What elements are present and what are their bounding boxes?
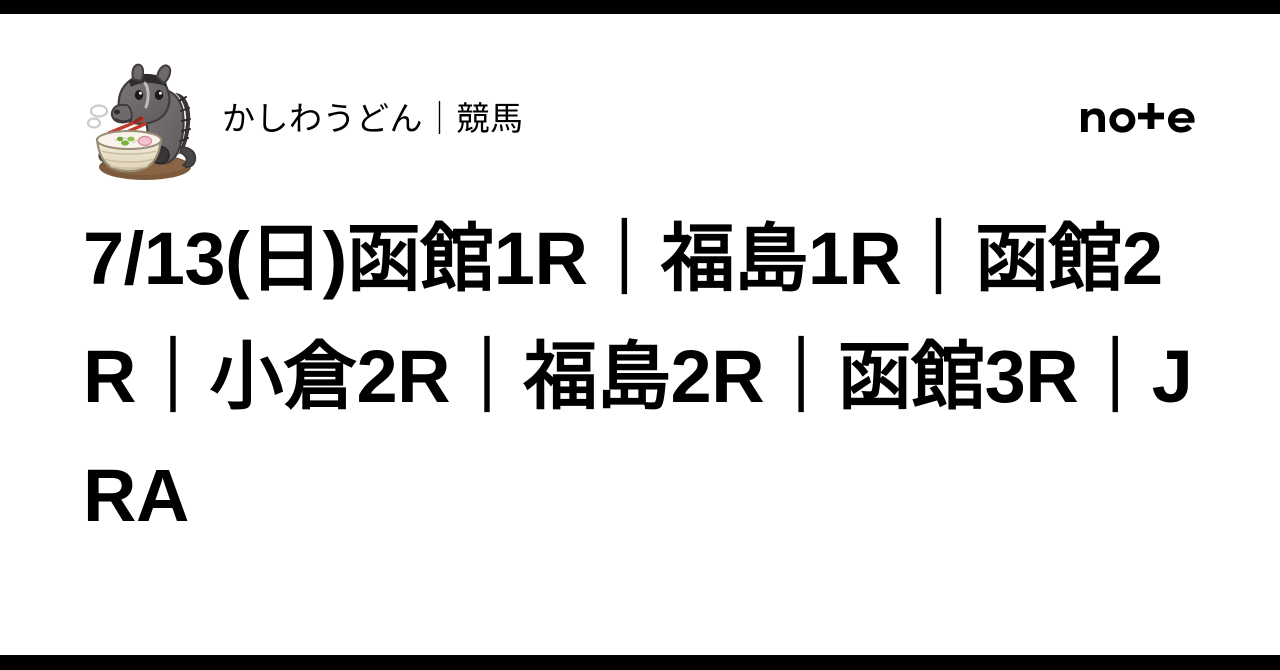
site-title: かしわうどん｜競馬 (222, 99, 524, 137)
avatar (83, 55, 201, 181)
bottom-letterbox-bar (0, 655, 1280, 670)
card-header: かしわうどん｜競馬 (83, 55, 1197, 181)
card-content: かしわうどん｜競馬 7/13(日)函館1R｜福島1R｜函館2R (83, 14, 1197, 655)
note-logo-icon (1079, 103, 1197, 133)
page-title: 7/13(日)函館1R｜福島1R｜函館2R｜小倉2R｜福島2R｜函館3R｜JRA (83, 217, 1193, 537)
horse-udon-icon (83, 55, 201, 181)
note-logo[interactable] (1079, 55, 1197, 181)
top-letterbox-bar (0, 0, 1280, 14)
